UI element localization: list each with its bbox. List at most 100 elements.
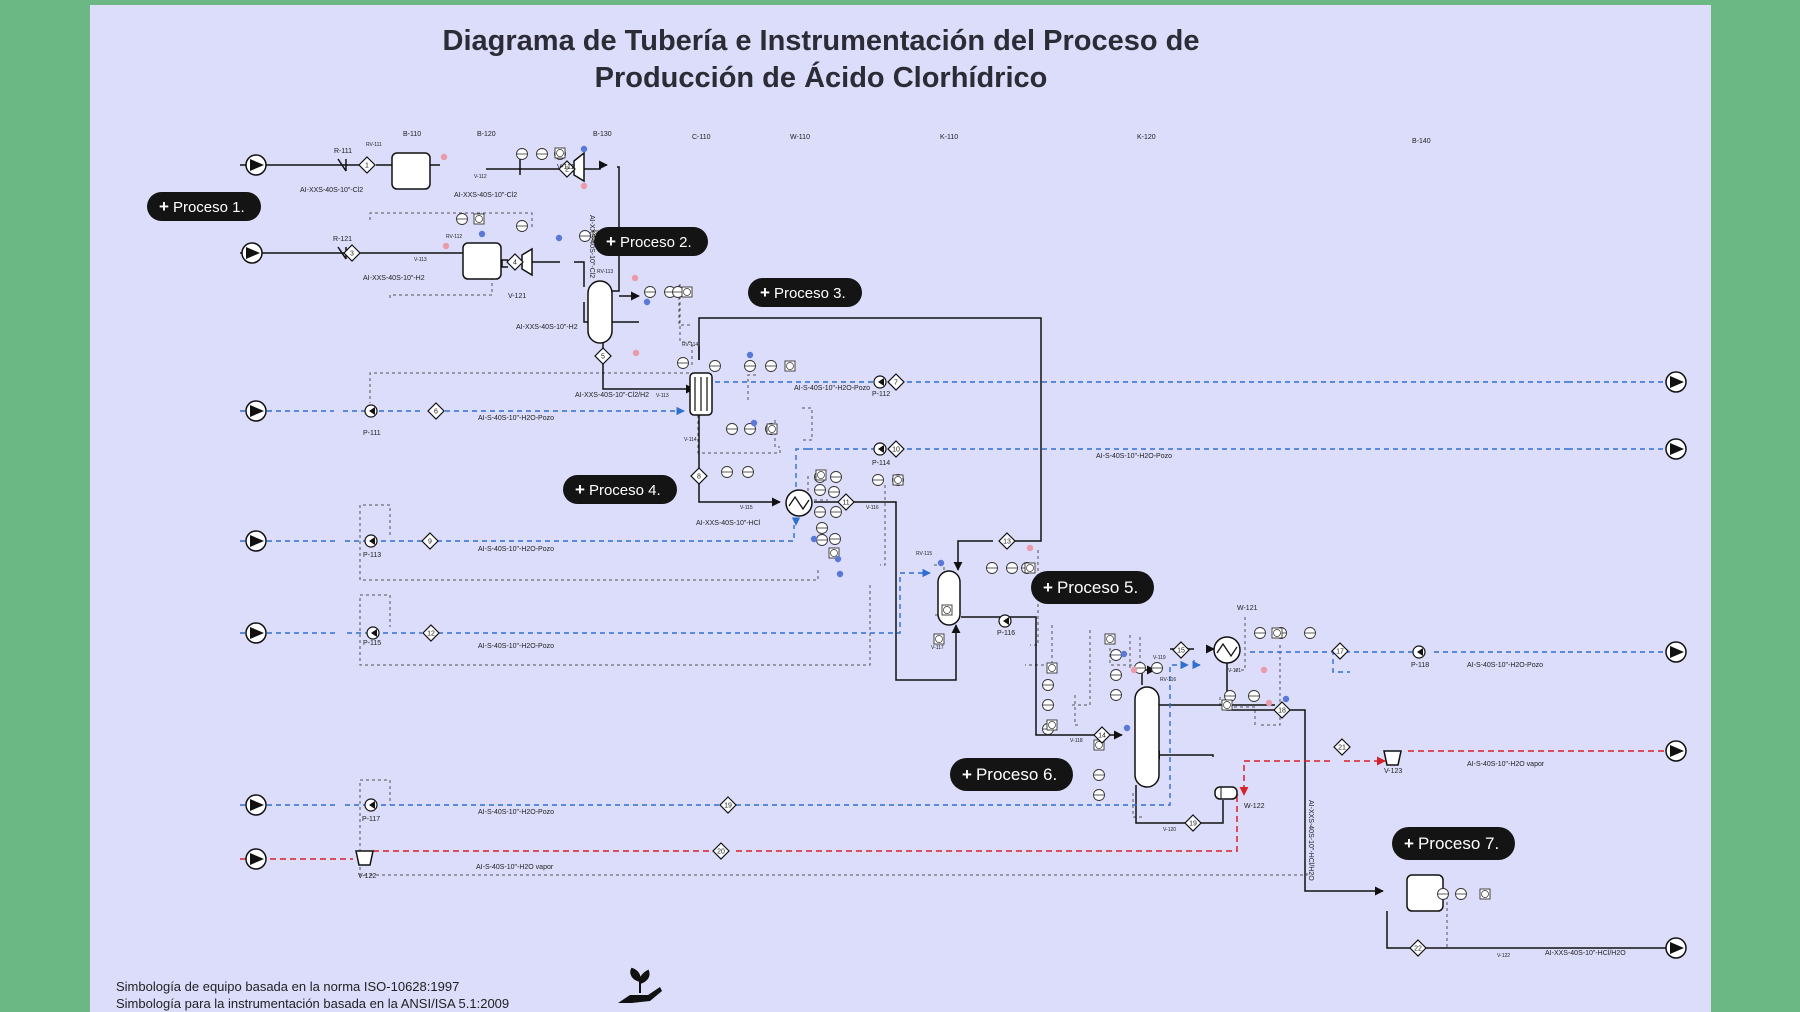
stream-diamond: 20 [712,842,730,860]
proceso-7-button[interactable]: +Proceso 7. [1392,827,1516,860]
instrument-bubble [516,148,528,160]
instrument-bubble [986,562,998,574]
stream-number: 11 [842,500,849,507]
stream-diamond: 3 [343,244,361,262]
proceso-2-button[interactable]: +Proceso 2. [594,227,708,256]
instrument-bubble [744,423,756,435]
instrument-bubble [828,486,840,498]
stream-number: 20 [717,849,725,856]
instrument-square [828,547,840,559]
label-pozo-4: AI-S-40S-10"-H2O-Pozo [478,546,554,553]
proceso-5-button[interactable]: +Proceso 5. [1031,571,1155,604]
stream-number: 4 [513,260,517,267]
valve-labels: RV-111 RV-112 RV-113 RV-114 RV-115 RV-11… [366,142,1510,959]
tag-w121: W-121 [1237,605,1258,612]
plus-icon: + [760,283,770,302]
tag-v113b: V-113 [656,393,669,399]
instrument-square [681,286,693,298]
proceso-4-button[interactable]: +Proceso 4. [563,475,677,504]
instrument-bubble [1110,689,1122,701]
stream-number: 2 [565,167,569,174]
instrument-bubble [1042,679,1054,691]
plus-icon: + [1043,578,1053,597]
blue-indicator-dot [1282,695,1290,703]
stream-number: 7 [894,380,898,387]
inlet-arrow-icon [245,622,267,644]
tank-b120 [462,242,502,280]
stream-diamond: 2 [558,160,576,178]
pink-indicator-dot [440,153,448,161]
stream-diamond: 15 [1172,641,1190,659]
instrument-bubble [814,484,826,496]
instrument-square [766,423,778,435]
blue-indicator-dot [937,559,945,567]
stream-number: 6 [434,409,438,416]
tag-v122b: V-122 [1497,953,1510,959]
column-k120 [1134,686,1160,788]
label-vapor-2: AI-S-40S-10"-H2O vapor [1467,761,1545,768]
process-lines [240,153,1568,949]
instrument-bubble [1455,888,1467,900]
outlet-arrow-icon [1665,937,1687,959]
label-cl2-vertical: AI-XXS-40S-10"-Cl2 [588,215,595,278]
proceso-2-label: Proceso 2. [619,234,692,251]
tag-r111: R-111 [334,148,352,155]
heat-exchanger-w110 [785,489,813,517]
instrument-bubble [726,423,738,435]
label-pozo-7: AI-S-40S-10"-H2O-Pozo [478,809,554,816]
stream-number: 12 [427,631,435,638]
instrument-bubble [579,230,591,242]
indicator-dots [440,145,1290,732]
tank-b110 [391,152,431,190]
label-pozo-2: AI-S-40S-10"-H2O-Pozo [794,385,870,392]
instrument-square [892,474,904,486]
instrument-bubble [721,466,733,478]
instrument-bubble [744,360,756,372]
instrument-bubble [816,534,828,546]
tag-p118: P-118 [1411,662,1429,669]
turbine-v123 [1383,750,1402,766]
stream-diamond: 18 [1273,701,1291,719]
instrument-square [1024,562,1036,574]
tag-r121: R-121 [333,236,352,243]
tag-k110: K-110 [940,134,958,141]
instrument-square [933,633,945,645]
instrument-bubble [1248,690,1260,702]
instrument-bubble [516,220,528,232]
instrument-square [815,469,827,481]
instrument-bubble [644,286,656,298]
pump-p113 [364,534,378,548]
proceso-6-button[interactable]: +Proceso 6. [950,758,1074,791]
stream-diamond: 4 [506,253,524,271]
footer-line-1: Simbología de equipo basada en la norma … [116,979,460,994]
stream-diamond: 17 [1331,642,1349,660]
instrument-bubble [1254,627,1266,639]
instrument-bubble [709,360,721,372]
tag-p114: P-114 [872,460,890,467]
stream-number: 19 [724,803,732,810]
plus-icon: + [962,765,972,784]
reboiler-w122 [1214,786,1238,800]
proceso-3-button[interactable]: +Proceso 3. [748,278,862,307]
instrument-square [554,147,566,159]
outlet-arrow-icon [1665,371,1687,393]
turbine-v122 [355,850,374,866]
instrument-square [1271,627,1283,639]
stream-number: 3 [350,251,354,258]
label-vapor-1: AI-S-40S-10"-H2O vapor [476,864,554,871]
proceso-1-button[interactable]: +Proceso 1. [147,192,261,221]
label-pozo-6: AI-S-40S-10"-H2O-Pozo [1467,662,1543,669]
instrument-bubble [1110,649,1122,661]
tag-v122: V-122 [358,873,376,880]
stream-number: 10 [892,447,900,454]
stream-number: 17 [1336,649,1344,656]
blue-indicator-dot [555,234,563,242]
instrument-square [1104,633,1116,645]
instrument-square [1046,719,1058,731]
instrument-bubble [677,357,689,369]
proceso-1-label: Proceso 1. [172,199,245,216]
proceso-6-label: Proceso 6. [975,765,1058,784]
instrument-bubble [830,506,842,518]
label-cl2-b: AI-XXS-40S-10"-Cl2 [454,192,517,199]
